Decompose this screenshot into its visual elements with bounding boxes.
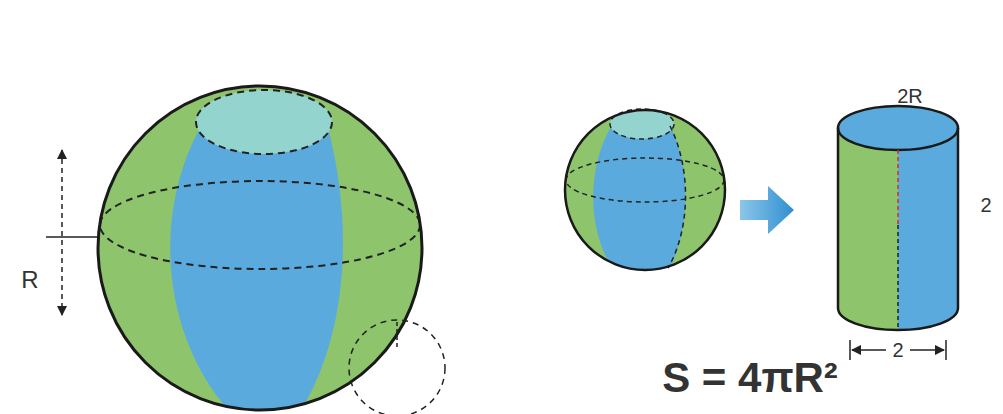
dashed-circle [349,320,445,414]
diameter-label: 2R [894,85,926,107]
small-sphere [565,109,725,272]
width-dimension [850,340,946,360]
height-label: 2 [977,194,994,216]
width-label: 2 [889,339,906,361]
cylinder [838,106,958,330]
transform-arrow [740,186,794,234]
radius-dimension [46,150,98,315]
big-sphere [98,86,422,412]
radius-label: R [18,267,41,293]
surface-area-formula: S = 4πR² [659,356,841,400]
